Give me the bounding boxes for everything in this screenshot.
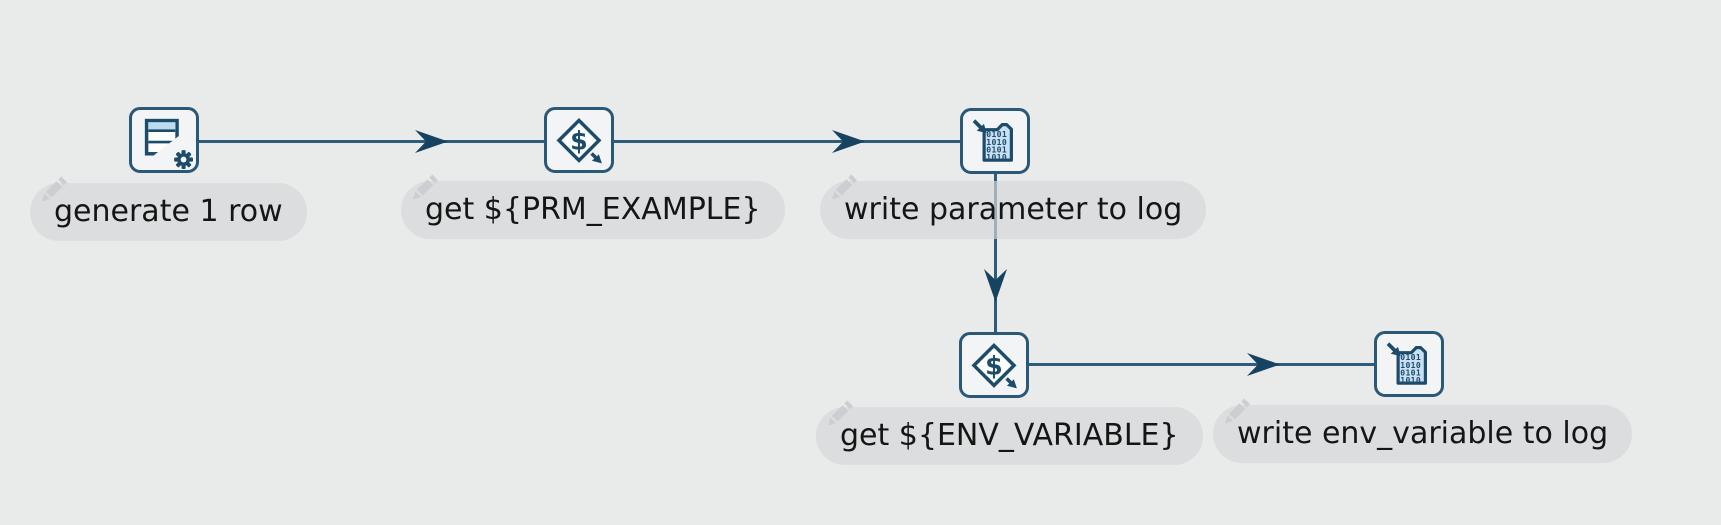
step-label-get-env-variable[interactable]: get ${ENV_VARIABLE}	[816, 400, 1203, 465]
step-node-write-parameter-to-log[interactable]: 0101 1010 0101 1010	[960, 108, 1030, 174]
hop-generate-to-prm[interactable]	[199, 130, 544, 153]
svg-text:1010: 1010	[986, 137, 1007, 147]
step-label-generate-1-row[interactable]: generate 1 row	[30, 176, 307, 241]
hop-arrowhead-icon	[832, 130, 865, 153]
svg-text:0101: 0101	[986, 144, 1007, 154]
arrow-down-right-icon	[591, 154, 602, 164]
hop-arrowhead-icon	[984, 269, 1007, 302]
svg-text:1010: 1010	[1400, 360, 1421, 370]
arrow-down-right-icon	[976, 123, 987, 134]
table-gear-icon	[144, 118, 193, 169]
step-label-text: generate 1 row	[54, 194, 283, 229]
hop-prm-to-writelog[interactable]	[614, 130, 960, 153]
edit-pencil-icon[interactable]	[1221, 395, 1253, 427]
step-node-generate-1-row[interactable]	[129, 107, 199, 173]
hop-arrowhead-icon	[1247, 353, 1280, 376]
dollar-diamond-icon: $	[971, 342, 1017, 389]
binary-log-icon: 0101 1010 0101 1010	[1386, 342, 1427, 385]
step-label-text: write parameter to log	[844, 192, 1183, 227]
step-node-write-env-variable-to-log[interactable]: 0101 1010 0101 1010	[1374, 331, 1444, 397]
hop-arrowhead-icon	[415, 130, 448, 153]
step-label-get-prm-example[interactable]: get ${PRM_EXAMPLE}	[401, 174, 785, 239]
svg-text:$: $	[570, 125, 588, 155]
edit-pencil-icon[interactable]	[409, 171, 441, 203]
edit-pencil-icon[interactable]	[828, 171, 860, 203]
edit-pencil-icon[interactable]	[38, 173, 70, 205]
gear-icon	[174, 150, 193, 169]
step-label-text: write env_variable to log	[1237, 416, 1609, 451]
step-label-write-env-variable-to-log[interactable]: write env_variable to log	[1213, 398, 1633, 463]
svg-text:$: $	[985, 350, 1003, 380]
svg-text:1010: 1010	[1400, 375, 1421, 385]
svg-text:0101: 0101	[1400, 352, 1421, 362]
arrow-down-right-icon	[1390, 346, 1401, 357]
step-label-write-parameter-to-log[interactable]: write parameter to log	[820, 174, 1207, 239]
edit-pencil-icon[interactable]	[824, 397, 856, 429]
svg-text:0101: 0101	[986, 129, 1007, 139]
svg-text:0101: 0101	[1400, 367, 1421, 377]
step-node-get-env-variable[interactable]: $	[959, 332, 1029, 398]
step-label-text: get ${ENV_VARIABLE}	[840, 418, 1179, 453]
binary-log-icon: 0101 1010 0101 1010	[972, 119, 1013, 162]
step-label-text: get ${PRM_EXAMPLE}	[425, 192, 761, 227]
step-node-get-prm-example[interactable]: $	[544, 107, 614, 173]
hop-env-to-writelog[interactable]	[1029, 353, 1374, 376]
arrow-down-right-icon	[1006, 379, 1017, 389]
svg-text:1010: 1010	[986, 152, 1007, 162]
dollar-diamond-icon: $	[556, 117, 602, 164]
